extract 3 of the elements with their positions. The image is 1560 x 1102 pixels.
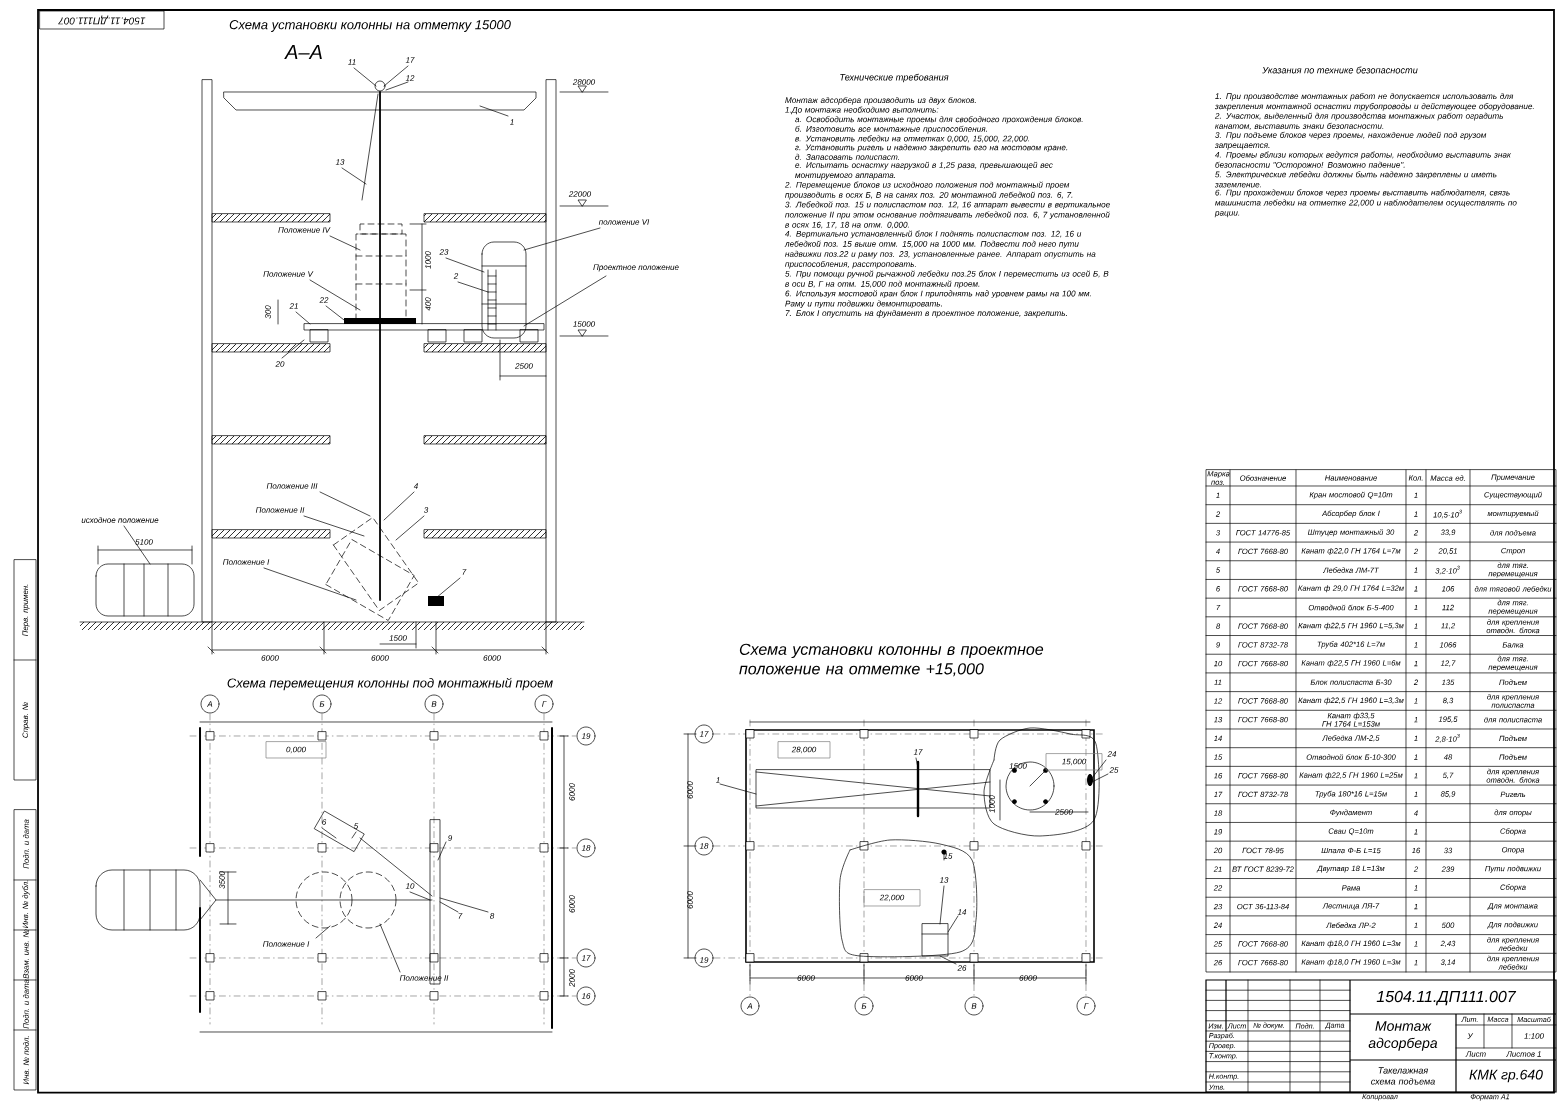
drawing-code: 1504.11.ДП111.007 — [1376, 990, 1517, 1006]
drawing-title: Схема установки колонны в проектное положение на отметке +15,000 — [739, 643, 1044, 677]
section-label: А–А — [284, 45, 322, 59]
